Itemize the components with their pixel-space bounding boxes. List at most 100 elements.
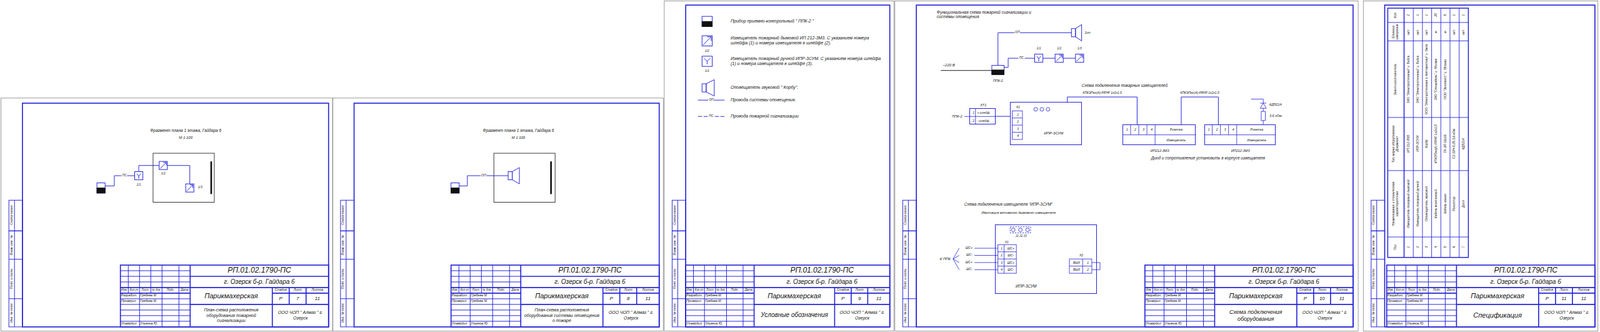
spec-cell: Тип, марка оборудования. Документ: [1392, 118, 1400, 170]
stamp-cell: Согласовано: [10, 205, 14, 226]
title-block-cell: Парикмахерская: [1228, 291, 1282, 300]
title-block-cell: Лист: [293, 288, 302, 292]
title-block-cell: ООО ЧОП " Алмаз " г. Озерск: [604, 310, 658, 320]
spec-cell: шт.: [1406, 23, 1411, 40]
spec-cell: ИПР-3СУМ: [1416, 118, 1420, 170]
wiring-detail: [1069, 258, 1092, 274]
scheme-label: 1/3: [1077, 46, 1082, 51]
spec-cell: 20: [1434, 9, 1439, 22]
title-block-grid: [451, 265, 660, 327]
title-block-cell: Дата: [180, 288, 189, 292]
title-block-cell: Р: [279, 295, 283, 302]
stamp-cell: Согласовано: [1371, 205, 1376, 226]
spec-cell: КД521А: [1461, 118, 1466, 170]
title-block-cell: Условные обозначения: [755, 311, 834, 320]
node-text: 1: [1126, 128, 1129, 133]
sheet-frame: [22, 103, 329, 327]
title-block-cell: Ульянов Ю.: [705, 321, 723, 326]
plan-label: М 1:100: [178, 135, 193, 140]
node-text: ИП212-3М3: [1150, 148, 1170, 153]
title-block-cell: Кол.уч: [129, 288, 139, 292]
floor-plan: [185, 183, 194, 192]
sheet-frame: [664, 1, 894, 332]
plan-label: 1/1: [136, 183, 142, 187]
title-block-cell: Гребнев М.: [470, 299, 488, 304]
node-text: 4: [1016, 134, 1019, 139]
floor-plan: [160, 162, 167, 169]
node-text: Х2: [1079, 253, 1084, 258]
legend-text: Извещатель пожарный ручной ИПР-3СУМ. С у…: [730, 56, 884, 67]
title-block-cell: Ульянов Ю.: [1406, 321, 1424, 326]
scheme-label: 3,6 кОм: [1269, 113, 1282, 118]
node-text: 4: [1000, 268, 1003, 272]
floor-plan: [105, 175, 135, 186]
node-text: Извещатель: [1247, 138, 1267, 143]
sheet-frame: [354, 103, 660, 327]
sheet-frame: [1385, 5, 1595, 327]
title-block-cell: Разработ.: [686, 293, 703, 298]
wiring-detail: [1260, 103, 1267, 109]
cable-line: [1181, 96, 1219, 125]
wiring-detail: [998, 244, 1017, 274]
title-block-cell: Схема подключения оборудования: [1216, 308, 1295, 322]
cable-mark: КПКЭПнг(А)-FRHF 1х2х1,0: [1180, 91, 1220, 95]
wiring-detail: [1010, 226, 1031, 234]
title-block-cell: Изм.: [121, 288, 128, 292]
legend-text: Прибор приемно-контрольный " ППК-2 ": [730, 18, 884, 24]
title-block-cell: Р: [841, 295, 845, 302]
stamp-cell: Инв. № подл.: [1371, 302, 1376, 323]
legend-symbol: [698, 16, 725, 117]
scheme-label: ППК-2: [951, 114, 962, 119]
spec-table: [1387, 8, 1469, 258]
title-block-cell: 11: [1581, 295, 1587, 302]
node-text: Х1: [1016, 106, 1020, 110]
wiring-detail: [1018, 228, 1023, 232]
spec-cell: 3: [1425, 237, 1429, 256]
title-block-cell: 9: [858, 295, 861, 302]
title-block-cell: г. Озерск б-р. Гайдара 6: [1490, 278, 1561, 286]
symbol-label: 1/1: [705, 69, 710, 74]
functional-scheme: [940, 70, 992, 71]
stamp-cell: Взам. инв. №: [903, 235, 908, 255]
title-block-cell: Проверил: [451, 299, 467, 304]
title-block-cell: Гребнев М.: [140, 299, 157, 304]
node-text: ИПР-3СУМ: [1015, 284, 1037, 289]
spec-cell: ТА-ЭЛ 16х16: [1443, 118, 1448, 170]
title-block-cell: Стадия: [1299, 288, 1312, 292]
node-text: ШС-: [1007, 268, 1014, 272]
spec-cell: 5: [1443, 237, 1448, 256]
title-block-cell: Кол.уч: [694, 288, 704, 292]
binding-strip: [340, 200, 355, 327]
scheme-label: 1оп: [1085, 30, 1091, 35]
title-block-cell: Р: [610, 295, 614, 302]
title-block-cell: Утвердил: [121, 321, 137, 326]
node-text: + шлейф: [976, 111, 990, 115]
stamp-cell: Взам. инв. №: [341, 235, 345, 255]
floor-plan: [138, 165, 160, 172]
symbol-label: ПС: [708, 114, 714, 119]
spec-cell: шт.: [1461, 23, 1466, 40]
wiring-detail: [1012, 110, 1023, 140]
floor-plan: [550, 161, 552, 194]
title-block-cell: Лист: [1407, 288, 1415, 292]
spec-cell: ИП 212-3М3: [1406, 118, 1411, 170]
spec-table: [1413, 8, 1459, 258]
node-text: Розетка: [1250, 128, 1264, 133]
stamp-cell: Подп. и дата: [341, 268, 345, 289]
title-block-cell: Дата: [1446, 288, 1455, 292]
spec-cell: С2-33Н-0,25-3,6 кОм: [1452, 118, 1457, 170]
title-block-cell: Кол.уч: [460, 288, 469, 292]
title-block-cell: Гребнев М.: [1406, 299, 1424, 304]
functional-scheme: [1056, 55, 1063, 62]
title-block-cell: План-схема расположения оборудования сис…: [522, 307, 602, 323]
sheet-frame: [1363, 1, 1599, 332]
binding-strip: [902, 200, 917, 327]
spec-cell: м: [1443, 23, 1448, 40]
floor-plan: [512, 167, 520, 184]
title-block-cell: Утвердил: [451, 321, 468, 326]
title-block-cell: 11: [645, 295, 651, 302]
sheet-frame: [1, 98, 334, 332]
wiring-detail: [1025, 228, 1030, 232]
wiring-detail: [1040, 107, 1044, 112]
title-block-cell: Гребнев М.: [705, 293, 722, 298]
